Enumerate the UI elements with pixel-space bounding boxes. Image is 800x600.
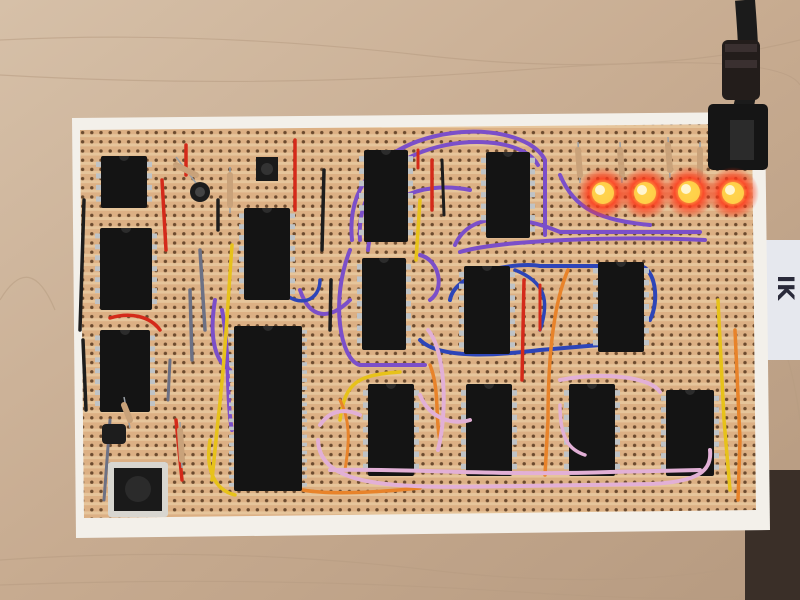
jumper-wire [210, 298, 232, 372]
box-right [762, 240, 800, 360]
jumper-wire [520, 278, 526, 382]
ic-chip [461, 384, 517, 476]
jumper-wire [320, 168, 326, 252]
ic-chip [229, 326, 307, 491]
ic-chip [239, 208, 295, 300]
jumper-wire [210, 243, 234, 482]
ic-chip [564, 384, 620, 476]
ic-chip [593, 262, 649, 352]
desk-grain [0, 36, 800, 599]
resistor-group [121, 136, 703, 469]
stripboard [72, 112, 770, 538]
transistor-icon [102, 424, 126, 444]
jumper-wire [337, 248, 427, 367]
jumper-wire [440, 158, 446, 217]
ic-chip [357, 258, 411, 350]
jumper-wire [198, 248, 207, 332]
jumper-wire [716, 298, 732, 492]
jumper-wire [543, 268, 570, 477]
jumper-wire [160, 178, 168, 252]
jumper-wire [338, 398, 350, 472]
jumper-wire [458, 236, 707, 254]
jumper-wire [414, 198, 422, 262]
jumper-wire [418, 338, 602, 357]
dc-jack-icon [708, 0, 768, 170]
jumper-wire [733, 328, 742, 502]
ic-chip [95, 228, 157, 310]
jumper-wire [81, 338, 88, 412]
jumper-wire [298, 288, 352, 316]
jumper-wire [418, 253, 441, 302]
jumper-wire [188, 288, 194, 362]
jumper-wire [301, 486, 422, 495]
ic-chip [96, 156, 152, 208]
jumper-wire [78, 198, 86, 332]
jumper-wire [426, 328, 446, 452]
jumper-wire [166, 358, 172, 402]
ic-chip [661, 390, 719, 476]
jumper-wire [207, 438, 237, 497]
ic-chip [481, 152, 535, 238]
jumper-wire [513, 268, 547, 332]
ic-chip [359, 150, 413, 242]
ic-chip [363, 384, 419, 476]
ic-chip [95, 330, 155, 412]
jumper-wire [349, 129, 547, 242]
jumper-wire [328, 467, 702, 476]
tactile-switch-icon [256, 157, 278, 181]
jumper-wire [108, 313, 162, 332]
jumper-wire [428, 363, 442, 442]
jumper-wire [328, 278, 333, 332]
jumper-wire [558, 403, 587, 457]
ic-chip [459, 266, 515, 354]
jumper-wire [558, 374, 662, 394]
capacitor-icon [190, 182, 210, 202]
jumper-wire [318, 409, 362, 427]
tactile-switch-icon [108, 462, 168, 517]
box-lettering: IK [772, 275, 797, 301]
led-group [577, 166, 759, 219]
jumper-wire [338, 370, 402, 422]
